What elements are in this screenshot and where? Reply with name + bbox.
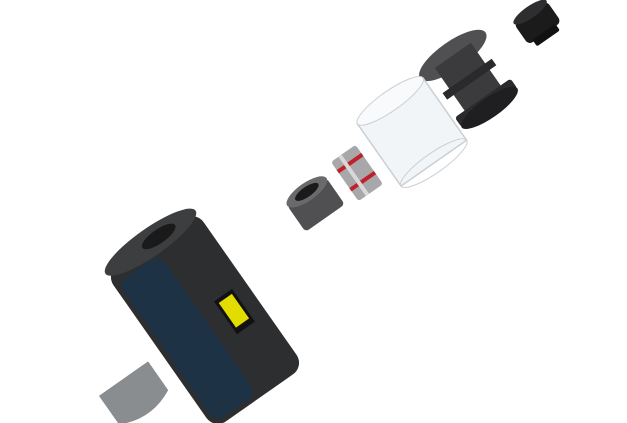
glass-tube [356, 76, 468, 188]
coil [332, 145, 382, 201]
drip-tip [513, 0, 560, 46]
base-ring [286, 176, 344, 231]
top-cap [419, 29, 518, 130]
battery-door [98, 361, 169, 423]
box-mod [104, 208, 300, 423]
